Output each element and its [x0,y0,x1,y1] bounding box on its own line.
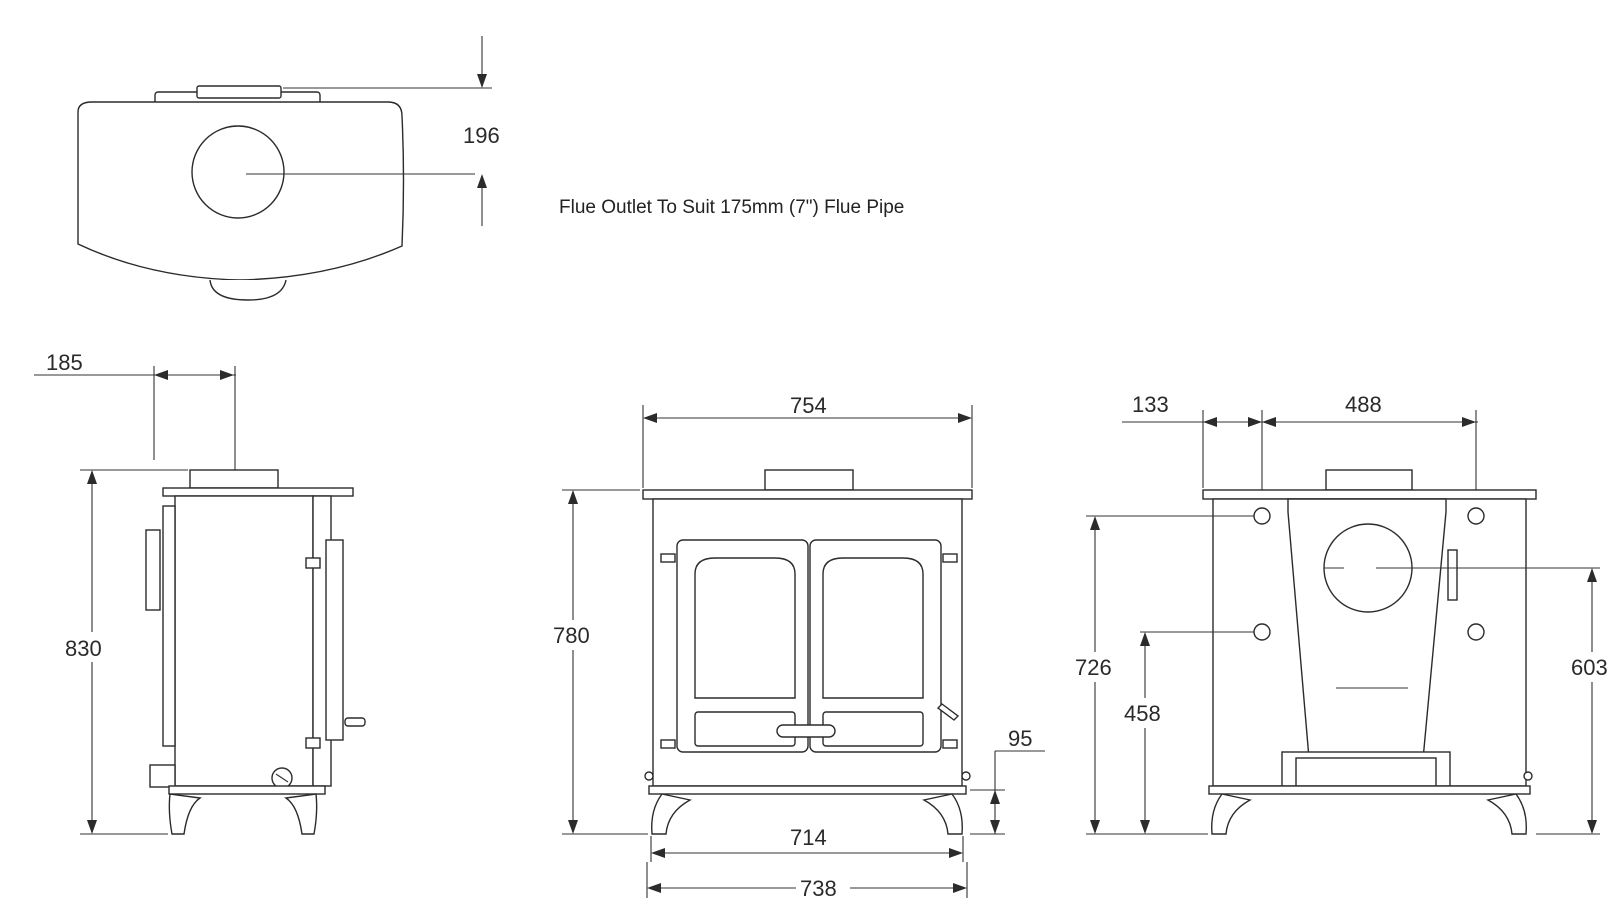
boiler-tapping-lower-right [1467,623,1485,641]
dimension-label-185: 185 [46,350,83,375]
flue-outlet-note: Flue Outlet To Suit 175mm (7") Flue Pipe [559,197,904,218]
dimension-label-754: 754 [790,393,827,418]
flue-outlet-circle [191,125,285,219]
dimension-label-714: 714 [790,825,827,850]
dimension-label-603: 603 [1571,655,1608,680]
dimension-label-133: 133 [1132,392,1169,417]
side-view: 185 830 [34,350,366,835]
dimension-label-726: 726 [1075,655,1112,680]
boiler-tapping-lower-left [1253,623,1271,641]
dimension-label-488: 488 [1345,392,1382,417]
dimension-label-830: 830 [65,636,102,661]
dimension-label-458: 458 [1124,701,1161,726]
top-view: 196 [77,36,500,301]
dimension-label-780: 780 [553,623,590,648]
boiler-tapping-upper-right [1467,507,1485,525]
boiler-tapping-upper-left [1253,507,1271,525]
dimension-label-196: 196 [463,123,500,148]
dimension-label-738: 738 [800,876,837,901]
dimension-label-95: 95 [1008,726,1032,751]
front-view: 754 780 [552,393,1045,901]
rear-view: 133 488 726 [1074,392,1616,835]
